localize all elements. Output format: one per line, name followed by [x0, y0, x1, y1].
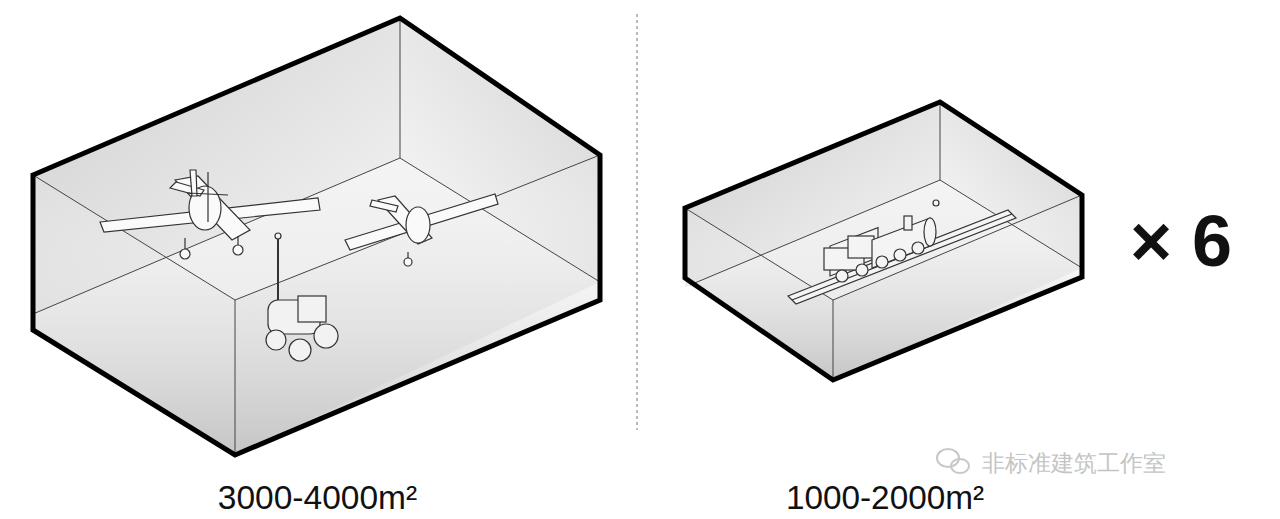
steam-engine: [266, 233, 338, 361]
room-outline: [33, 18, 600, 455]
watermark: 非标准建筑工作室: [982, 448, 1166, 479]
locomotive: [788, 200, 1016, 304]
airplane: [100, 170, 320, 259]
multiplier-label: × 6: [1130, 200, 1232, 282]
front-wall: [33, 175, 235, 455]
front-wall: [833, 195, 1082, 380]
area-caption: 1000-2000m²: [680, 478, 1090, 518]
divider-line: [637, 14, 638, 430]
room-outline: [685, 102, 1082, 380]
floor: [685, 180, 1082, 380]
room-volume: 3000-4000m²: [30, 10, 605, 518]
airplane: [345, 194, 498, 266]
small-hall: [685, 102, 1082, 380]
wechat-icon: [937, 449, 969, 473]
large-hall: [33, 18, 600, 455]
area-caption: 3000-4000m²: [30, 478, 605, 518]
front-wall: [235, 155, 600, 455]
